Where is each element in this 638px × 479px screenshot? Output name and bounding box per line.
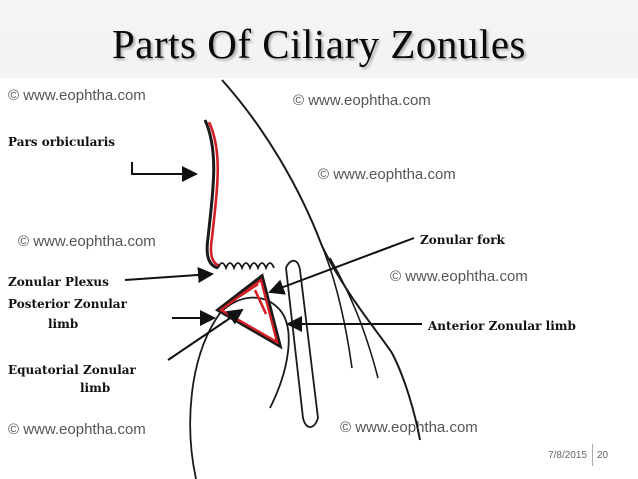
diagram-background <box>0 78 638 479</box>
ciliary-zonules-diagram: © www.eophtha.com © www.eophtha.com © ww… <box>0 78 638 479</box>
arrow-pars-orbicularis <box>131 162 198 182</box>
label-anterior-zonular-limb: Anterior Zonular limb <box>427 319 576 333</box>
label-equatorial-zonular-limb: Equatorial Zonular <box>8 363 137 377</box>
lens-outline <box>189 296 290 479</box>
footer-divider <box>592 444 593 466</box>
slide-date: 7/8/2015 <box>548 450 587 461</box>
zonular-plexus-waves <box>217 262 275 271</box>
watermark: © www.eophtha.com <box>340 419 478 436</box>
label-equatorial-zonular-limb-2: limb <box>80 381 110 395</box>
slide-page-number: 20 <box>597 450 609 461</box>
label-pars-orbicularis: Pars orbicularis <box>8 135 115 149</box>
watermark: © www.eophtha.com <box>8 87 146 104</box>
zonular-fork-lines <box>239 282 268 315</box>
ciliary-process <box>285 259 319 428</box>
watermark: © www.eophtha.com <box>318 166 456 183</box>
equatorial-zonular-limb-shape <box>214 273 283 350</box>
label-posterior-zonular-limb: Posterior Zonular <box>8 297 128 311</box>
slide-title: Parts Of Ciliary Zonules <box>112 21 526 67</box>
watermark: © www.eophtha.com <box>8 421 146 438</box>
watermark: © www.eophtha.com <box>390 268 528 285</box>
label-zonular-plexus: Zonular Plexus <box>8 275 109 289</box>
pars-orbicularis-red <box>207 121 221 268</box>
label-posterior-zonular-limb-2: limb <box>48 317 78 331</box>
arrow-zonular-plexus <box>124 266 214 283</box>
pars-orbicularis-outline <box>203 119 219 270</box>
arrow-zonular-fork <box>268 237 415 295</box>
arrow-equatorial-zonular-limb <box>167 308 244 361</box>
ciliary-process-lines <box>321 245 379 379</box>
label-zonular-fork: Zonular fork <box>420 233 506 247</box>
watermark: © www.eophtha.com <box>18 233 156 250</box>
diagram-area: © www.eophtha.com © www.eophtha.com © ww… <box>0 78 638 479</box>
watermark: © www.eophtha.com <box>293 92 431 109</box>
